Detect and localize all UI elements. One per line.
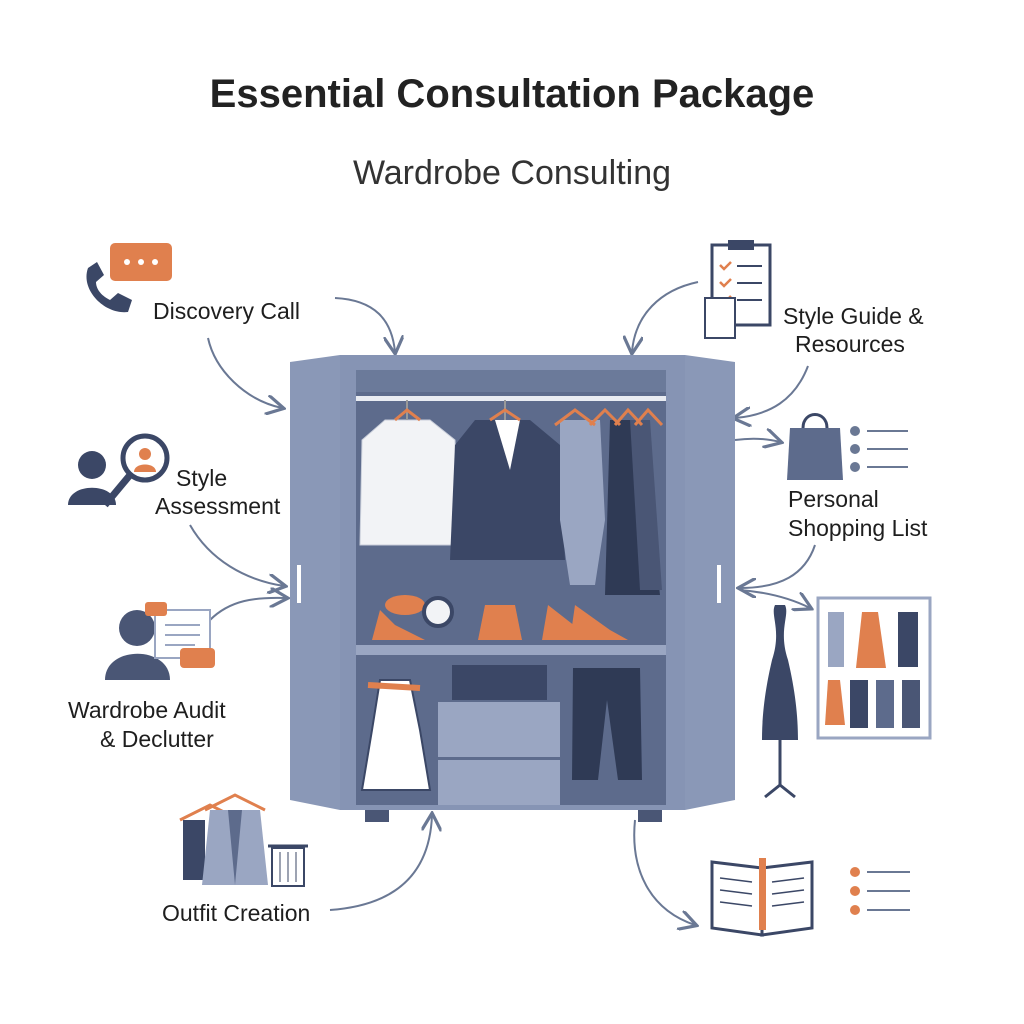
hangers [394,407,664,427]
phone-chat-icon [86,243,172,313]
flow-arrows [189,281,816,925]
step-wardrobe-audit-line1: Wardrobe Audit [68,697,226,723]
right-handle [717,565,721,603]
arrow-outfit [329,815,432,911]
arrow-discovery [207,337,282,408]
drawer [438,702,560,757]
arrow-book [633,819,695,925]
arrow-guide-top [632,281,699,352]
audit-person-icon [105,602,215,680]
arrow-discovery-top [334,297,395,352]
magnifier-person-icon [68,433,170,508]
arrow-assessment [189,524,284,586]
page-subtitle: Wardrobe Consulting [352,154,672,192]
wardrobe-illustration [290,355,735,822]
arrow-audit [209,598,286,621]
shopping-bag-list-icon [787,413,908,480]
white-shirt [359,419,459,546]
arrow-shopping-in [734,439,780,442]
step-style-guide-line1: Style Guide & [783,303,924,329]
white-dress [360,679,432,791]
step-style-assessment-line1: Style [176,465,228,491]
left-door [290,355,340,810]
step-style-guide-line2: Resources [795,331,905,357]
step-shopping-list-line1: Personal [788,486,879,512]
step-style-assessment-line2: Assessment [155,493,281,519]
book-list-icon [710,858,910,937]
blazer [450,420,565,560]
clothes-trash-icon [179,793,308,887]
right-door [685,355,735,810]
step-discovery-call: Discovery Call [153,298,300,324]
arrow-shopping [740,544,816,588]
step-outfit-creation: Outfit Creation [162,900,311,926]
step-shopping-list-line2: Shopping List [788,515,928,541]
page-title: Essential Consultation Package [209,72,815,116]
drawer [438,760,560,805]
step-wardrobe-audit-line2: & Declutter [100,726,214,752]
grey-jumpsuit [560,420,605,585]
jeans [572,668,642,780]
mannequin-lookbook-icon [762,596,932,799]
arrow-lookbook [739,589,810,608]
left-handle [297,565,301,603]
clipboard-checklist-icon [704,240,772,339]
shoes-accessories [372,595,628,640]
arrow-guide [735,365,809,418]
